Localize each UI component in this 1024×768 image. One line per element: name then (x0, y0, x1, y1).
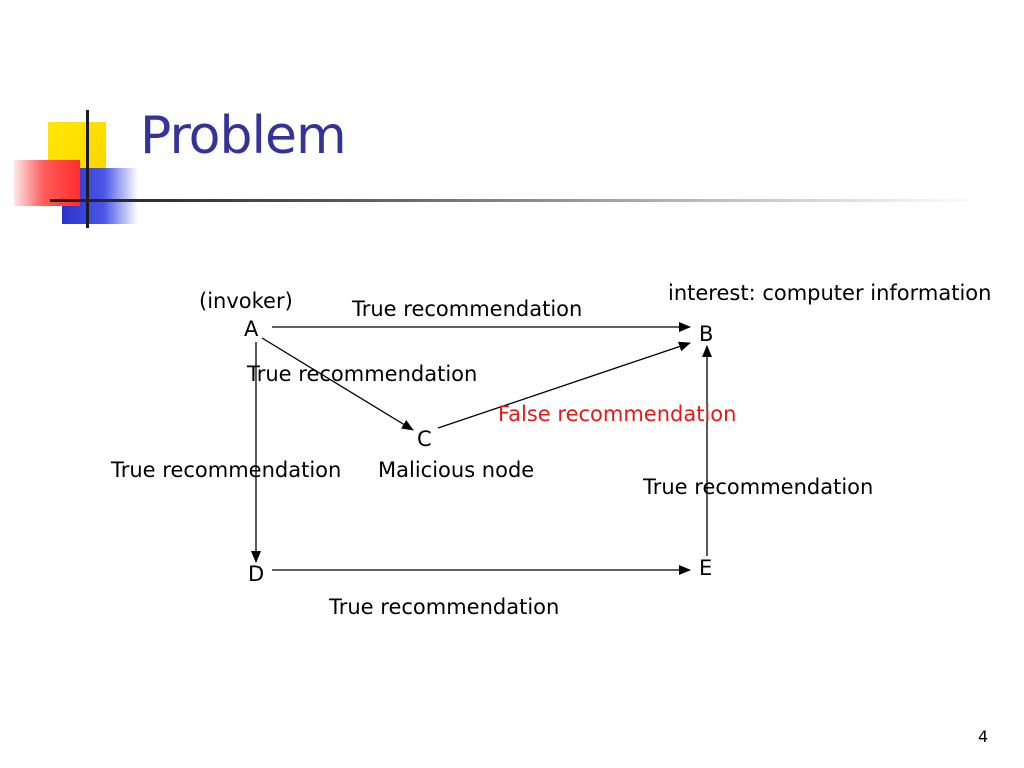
node-e: E (699, 556, 712, 580)
edge-label-c-to-b: False recommendation (498, 402, 736, 426)
logo-vertical-line (86, 110, 89, 228)
edge-label-a-to-d: True recommendation (110, 458, 341, 482)
edge-a-to-c (261, 337, 414, 431)
slide-title: Problem (140, 106, 347, 166)
node-d: D (248, 562, 264, 586)
page-number: 4 (978, 727, 989, 746)
node-a: A (244, 317, 259, 341)
logo-red-square (14, 160, 80, 206)
interest-annotation: interest: computer information (668, 281, 991, 305)
invoker-annotation: (invoker) (199, 289, 293, 313)
edge-label-a-to-c: True recommendation (246, 362, 477, 386)
node-b: B (699, 322, 713, 346)
edge-c-to-b (437, 341, 691, 429)
edge-label-e-to-b: True recommendation (642, 475, 873, 499)
edge-label-d-to-e: True recommendation (328, 595, 559, 619)
edge-label-a-to-b: True recommendation (351, 297, 582, 321)
node-c: C (417, 427, 432, 451)
malicious-node-annotation: Malicious node (378, 458, 534, 482)
title-underline (50, 199, 980, 202)
